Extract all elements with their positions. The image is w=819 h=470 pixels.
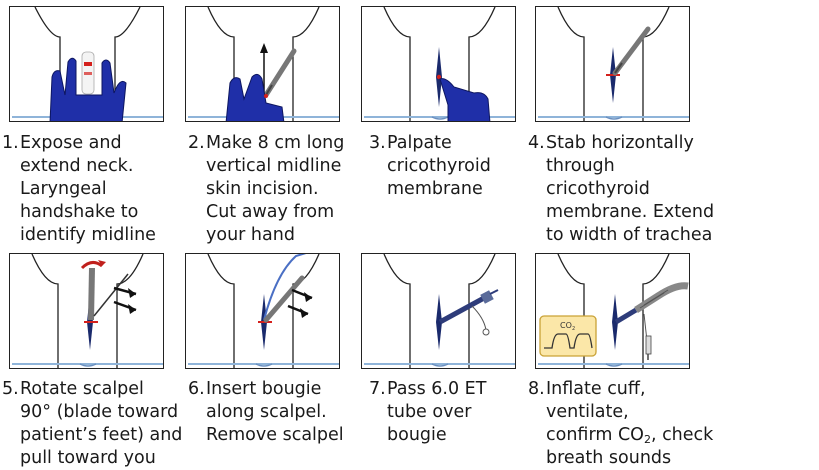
neck-illustration: [10, 7, 164, 122]
neck-illustration: [536, 7, 690, 122]
neck-illustration: [186, 7, 340, 122]
step-6-caption: 6. Insert bougie along scalpel. Remove s…: [188, 378, 363, 447]
monitor-co2-label: CO: [560, 321, 572, 330]
syringe-icon: [646, 336, 651, 354]
neck-illustration: [10, 254, 164, 369]
et-tube-icon: [440, 298, 484, 322]
panel-5-rotate: [9, 253, 164, 369]
scalpel-icon: [91, 268, 92, 320]
panel-2-skin-incision: [185, 6, 340, 122]
neck-illustration: CO 2: [536, 254, 690, 369]
step-2-caption: 2. Make 8 cm long vertical midline skin …: [188, 132, 363, 247]
panel-1-expose-neck: [9, 6, 164, 122]
step-1-caption: 1. Expose and extend neck. Laryngeal han…: [2, 132, 177, 247]
panel-7-et-tube: [361, 253, 516, 369]
neck-illustration: [362, 7, 516, 122]
step-3-caption: 3. Palpate cricothyroid membrane: [369, 132, 544, 201]
glove-hand-icon: [440, 79, 490, 122]
step-7-caption: 7. Pass 6.0 ET tube over bougie: [369, 378, 544, 447]
panel-3-palpate: [361, 6, 516, 122]
ventilator-tubing-icon: [636, 286, 688, 310]
step-8-caption: 8. Inflate cuff, ventilate, confirm CO2,…: [528, 378, 728, 470]
panel-8-ventilate: CO 2: [535, 253, 690, 369]
step-5-caption: 5. Rotate scalpel 90° (blade toward pati…: [2, 378, 177, 470]
panel-4-stab: [535, 6, 690, 122]
arrow-up-icon: [260, 43, 268, 53]
monitor-co2-sub: 2: [572, 326, 575, 332]
rotate-arrow-icon: [82, 262, 102, 268]
neck-illustration: [362, 254, 516, 369]
panel-6-bougie: [185, 253, 340, 369]
neck-illustration: [186, 254, 340, 369]
step-4-caption: 4. Stab horizontally through cricothyroi…: [528, 132, 728, 247]
